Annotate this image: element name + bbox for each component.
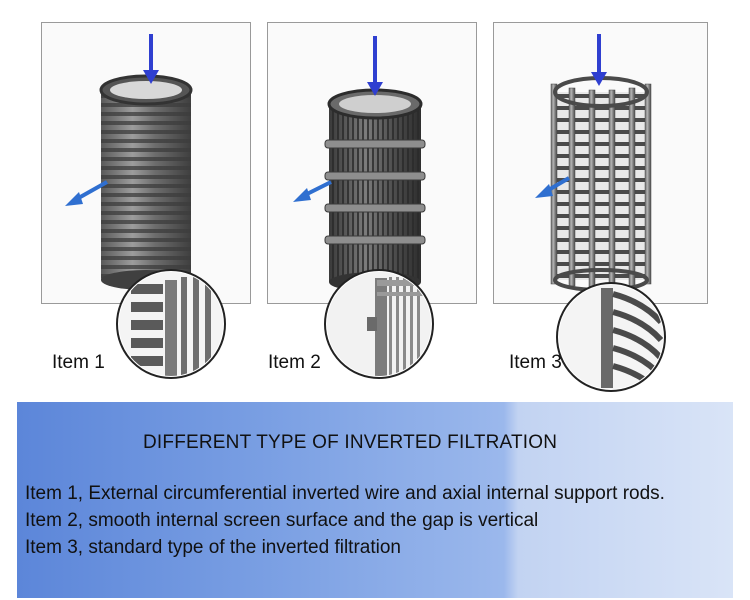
caption-title: DIFFERENT TYPE OF INVERTED FILTRATION xyxy=(143,432,557,454)
item-1-filter-illustration xyxy=(41,22,251,392)
item-2-filter-illustration xyxy=(267,22,477,392)
caption-line-item-1: Item 1, External circumferential inverte… xyxy=(25,480,725,507)
caption-line-item-3: Item 3, standard type of the inverted fi… xyxy=(25,534,725,561)
caption-description: Item 1, External circumferential inverte… xyxy=(25,480,725,561)
item-2-label: Item 2 xyxy=(268,352,321,374)
screen-cylinder-3 xyxy=(551,78,651,290)
detail-magnifier-2 xyxy=(325,270,433,378)
outflow-arrowhead xyxy=(293,188,311,202)
item-1-label: Item 1 xyxy=(52,352,105,374)
screen-cylinder-2 xyxy=(325,90,425,292)
item-3-filter-illustration xyxy=(493,22,708,392)
screen-cylinder-1 xyxy=(101,76,191,290)
outflow-arrowhead xyxy=(65,192,83,206)
caption-line-item-2: Item 2, smooth internal screen surface a… xyxy=(25,507,725,534)
outflow-arrowhead xyxy=(535,184,553,198)
item-3-label: Item 3 xyxy=(509,352,562,374)
detail-magnifier-1 xyxy=(117,270,225,380)
detail-magnifier-3 xyxy=(557,283,665,394)
